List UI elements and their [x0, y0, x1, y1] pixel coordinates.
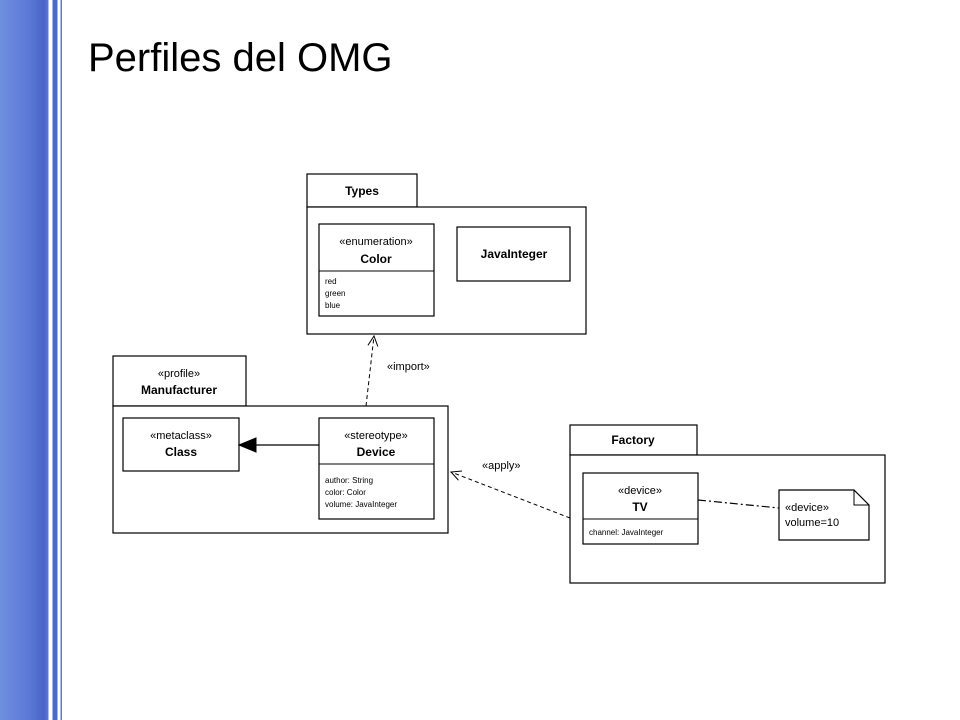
color-enumeration: «enumeration» Color red green blue [318, 223, 435, 317]
metaclass-name: Class [165, 445, 197, 459]
import-dependency-line [365, 336, 374, 407]
import-label: «import» [387, 361, 430, 373]
apply-dependency: «apply» [451, 460, 571, 519]
device-attribute: author: String [325, 476, 373, 485]
slide-title: Perfiles del OMG [88, 36, 393, 80]
tv-class-stereotype: «device» [618, 485, 662, 497]
metaclass-stereotype: «metaclass» [150, 430, 212, 442]
tv-class-name: TV [632, 500, 647, 514]
left-decorative-bar [0, 0, 62, 720]
apply-label: «apply» [482, 460, 521, 472]
note-value: volume=10 [785, 517, 839, 529]
manufacturer-stereotype: «profile» [158, 368, 200, 380]
color-enum-box [318, 223, 435, 317]
note-stereotype: «device» [785, 502, 829, 514]
factory-package-name: Factory [611, 433, 655, 447]
manufacturer-profile-package: «profile» Manufacturer «metaclass» Class… [112, 355, 449, 534]
tv-class: «device» TV channel: JavaInteger [582, 472, 699, 545]
device-stereotype-name: Device [357, 445, 396, 459]
note-fold [853, 490, 869, 506]
enum-literal: red [325, 277, 337, 286]
metaclass-box [122, 417, 240, 472]
device-stereotype-label: «stereotype» [344, 430, 408, 442]
types-package: Types «enumeration» Color red green blue… [306, 173, 587, 335]
enum-literal: blue [325, 301, 341, 310]
device-attribute: color: Color [325, 488, 366, 497]
enum-literal: green [325, 289, 345, 298]
device-stereotype-box [318, 417, 435, 520]
tv-attribute: channel: JavaInteger [589, 528, 664, 537]
device-stereotype: «stereotype» Device author: String color… [318, 417, 435, 520]
color-enum-stereotype: «enumeration» [339, 236, 412, 248]
java-integer-name: JavaInteger [481, 247, 548, 261]
tv-class-box [582, 472, 699, 545]
factory-package-tab [569, 424, 698, 456]
java-integer-box [456, 226, 571, 282]
manufacturer-name: Manufacturer [141, 383, 217, 397]
note-anchor-line [697, 499, 780, 509]
apply-dependency-line [451, 472, 571, 519]
device-note: «device» volume=10 [778, 489, 870, 541]
metaclass-class: «metaclass» Class [122, 417, 240, 472]
factory-package: Factory «device» TV channel: JavaInteger… [569, 424, 886, 584]
extension-arrowhead [237, 437, 257, 453]
color-enum-name: Color [360, 252, 392, 266]
types-package-name: Types [345, 184, 379, 198]
manufacturer-package-tab [112, 355, 247, 407]
java-integer-class: JavaInteger [456, 226, 571, 282]
import-dependency: «import» [365, 336, 430, 407]
device-attribute: volume: JavaInteger [325, 500, 397, 509]
note-shape [778, 489, 870, 541]
